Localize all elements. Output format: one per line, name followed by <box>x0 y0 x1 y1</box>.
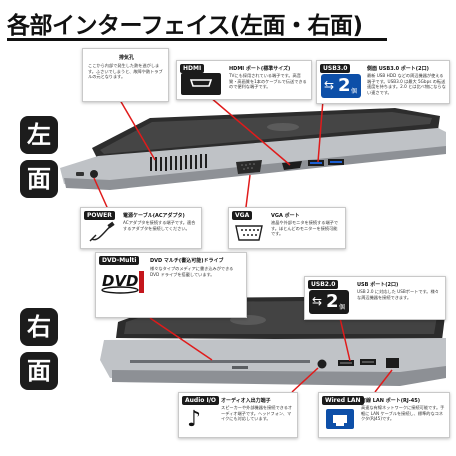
power-title: 電源ケーブル(ACアダプタ) <box>123 213 185 219</box>
hdmi-callout: HDMI HDMI ポート(標準サイズ) TVにも採用されている端子です。高音質… <box>176 60 312 100</box>
usb2-head: USB2.0 <box>308 280 339 289</box>
usb3-count-unit: 個 <box>351 88 358 95</box>
dvd-desc: 様々なタイプのメディアに書き込みができる DVD ドライブを搭載しています。 <box>150 266 234 277</box>
usb3-count: 2 <box>338 75 351 96</box>
audio-title: オーディオ入出力端子 <box>221 398 271 404</box>
vga-callout: VGA VGA ポート 液晶や外部モニタを接続する端子です。ほとんどのモニターを… <box>228 207 346 249</box>
vga-head: VGA <box>232 211 253 220</box>
vga-port-icon <box>235 225 263 241</box>
page-title: 各部インターフェイス(左面・右面) <box>7 13 363 39</box>
audio-desc: スピーカーや外部機器を接続できるオーディオ端子です。ヘッドフォン、マイクにも対応… <box>221 405 293 422</box>
vga-title: VGA ポート <box>271 213 300 219</box>
lan-callout: Wired LAN 有線 LAN ポート(RJ-45) 高速な有線ネットワークに… <box>318 392 450 438</box>
lan-desc: 高速な有線ネットワークに接続可能です。手軽に LAN ケーブルを接続し、標準的な… <box>361 405 445 422</box>
dvd-head: DVD-Multi <box>99 256 140 265</box>
svg-text:DVD: DVD <box>102 272 139 290</box>
audio-head: Audio I/O <box>182 396 220 405</box>
dvd-title: DVD マルチ(書込可能)ドライブ <box>150 258 224 264</box>
usb3-icon: ⇆ 2 個 <box>321 74 361 98</box>
left-side-badge-top: 左 <box>20 116 58 154</box>
vent-callout: 排気孔 ここから内部で発生した熱を逃がします。ふさいでしまうと、故障や熱トラブル… <box>82 48 169 102</box>
power-plug-icon <box>89 221 115 242</box>
lan-port-icon <box>326 409 354 429</box>
usb-symbol-icon: ⇆ <box>312 294 323 308</box>
power-head: POWER <box>84 211 115 220</box>
hdmi-head: HDMI <box>180 64 205 73</box>
vga-desc: 液晶や外部モニタを接続する端子です。ほとんどのモニターを接続可能です。 <box>271 220 339 237</box>
lan-title: 有線 LAN ポート(RJ-45) <box>361 398 421 404</box>
power-callout: POWER 電源ケーブル(ACアダプタ) ACアダプタを接続する端子です。適合す… <box>80 207 202 249</box>
music-note-icon: ♪ <box>187 407 202 432</box>
usb2-count: 2 <box>326 291 339 312</box>
usb3-title: 側面 USB3.0 ポート(2口) <box>367 66 429 72</box>
left-side-badge-bottom: 面 <box>20 160 58 198</box>
usb2-desc: USB 2.0 に対応した USBポートです。様々な周辺機器を接続できます。 <box>357 289 439 300</box>
title-underline <box>7 38 387 41</box>
right-side-badge-bottom: 面 <box>20 352 58 390</box>
usb3-head: USB3.0 <box>320 64 351 73</box>
usb2-icon: ⇆ 2 個 <box>309 290 349 314</box>
hdmi-desc: TVにも採用されている端子です。高音質・高画質を1本のケーブルで伝送できるので便… <box>229 73 307 90</box>
vent-title: 排気孔 <box>119 55 135 61</box>
hdmi-icon <box>181 73 221 95</box>
hdmi-title: HDMI ポート(標準サイズ) <box>229 66 291 72</box>
dvd-callout: DVD-Multi DVD DVD マルチ(書込可能)ドライブ 様々なタイプのメ… <box>95 252 247 318</box>
lan-head: Wired LAN <box>322 396 364 405</box>
usb2-count-unit: 個 <box>339 304 346 311</box>
power-desc: ACアダプタを接続する端子です。適合するアダプタを接続してください。 <box>123 220 196 231</box>
usb3-desc: 最新 USB HDD などの周辺機器が使える端子です。USB3.0 は最大 5G… <box>367 73 446 95</box>
vent-desc: ここから内部で発生した熱を逃がします。ふさいでしまうと、故障や熱トラブルの元とな… <box>88 63 163 80</box>
audio-callout: Audio I/O ♪ オーディオ入出力端子 スピーカーや外部機器を接続できるオ… <box>178 392 298 438</box>
usb3-callout: USB3.0 ⇆ 2 個 側面 USB3.0 ポート(2口) 最新 USB HD… <box>316 60 450 104</box>
usb-symbol-icon: ⇆ <box>324 78 335 92</box>
dvd-logo-icon: DVD <box>101 271 144 294</box>
usb2-title: USB ポート(2口) <box>357 282 399 288</box>
usb2-callout: USB2.0 ⇆ 2 個 USB ポート(2口) USB 2.0 に対応した U… <box>304 276 446 320</box>
right-side-badge-top: 右 <box>20 308 58 346</box>
